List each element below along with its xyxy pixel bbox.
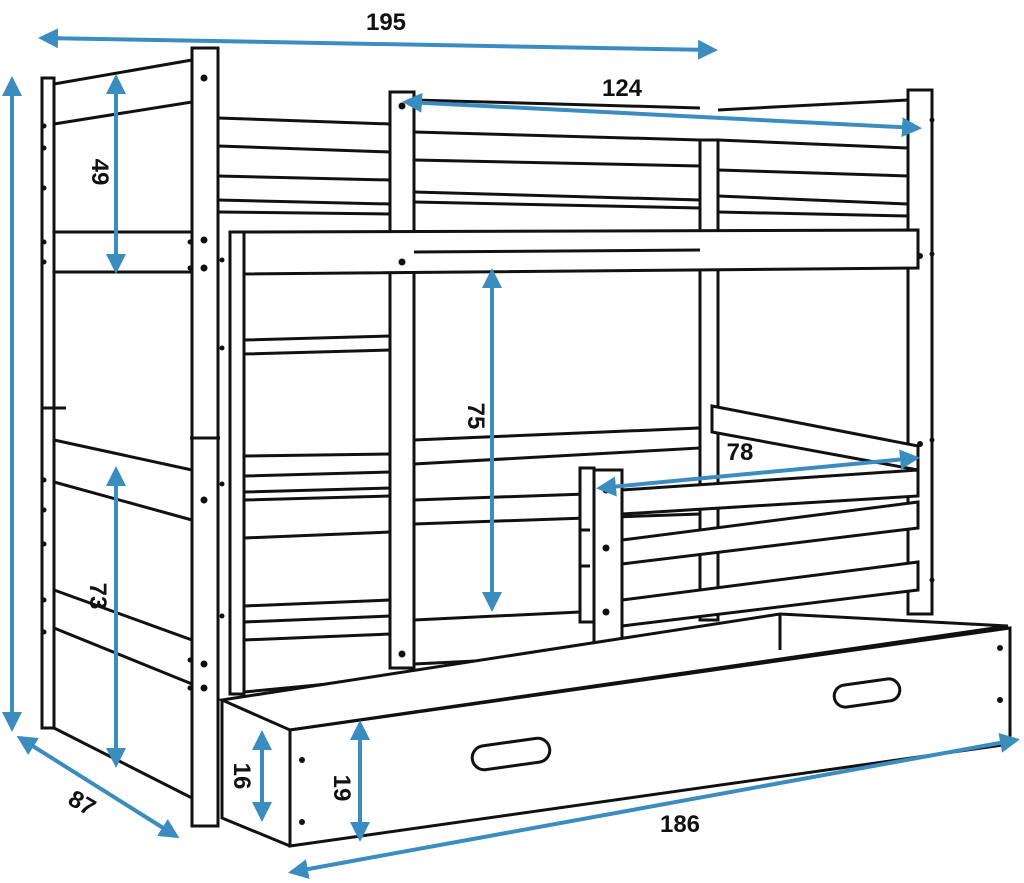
label-lower-end-height: 73 [84,583,111,610]
upper-bed-rails [217,98,909,218]
left-headboard-top [53,58,193,274]
dimension-arrows [2,28,1020,879]
ladder-right-rail [388,90,416,670]
arrow-overall-length [38,28,718,60]
drawer-top [216,612,1009,732]
arrow-drawer-length [288,733,1020,879]
upper-bed-rail-line [413,248,701,254]
drawer-handle-right [832,677,902,709]
dimension-labels: 195 124 49 75 78 73 87 16 19 186 [63,9,753,838]
label-guard-length: 78 [727,439,754,466]
bed-frame [40,46,1012,848]
drawer-side [220,700,291,848]
left-end-seam [42,406,220,440]
label-drawer-floor-gap: 16 [228,763,255,790]
lower-guard-left-cap [578,466,596,624]
label-headboard-height: 49 [86,159,113,186]
arrow-guard-length [596,449,920,497]
lower-guard-rail-3 [620,560,920,628]
label-upper-bed-length: 124 [602,75,643,102]
lower-guard-post [592,468,624,648]
label-drawer-height: 19 [328,775,355,802]
arrow-upper-bed-length [402,92,922,138]
label-drawer-length: 186 [660,811,700,838]
lower-guard-rail-2 [620,500,920,566]
lower-bed-back-rails [243,426,702,642]
label-bed-gap-height: 75 [462,403,489,430]
label-depth: 87 [63,785,100,822]
frame-bolts [41,74,1003,825]
ladder-step-2 [242,470,392,494]
back-right-post [906,88,934,616]
label-overall-length: 195 [366,9,406,36]
ladder-step-3 [242,598,392,624]
ladder-step-1 [242,334,392,356]
arrow-depth [16,735,180,839]
ladder-left-rail [228,230,246,696]
left-footboard-bottom [53,438,193,800]
